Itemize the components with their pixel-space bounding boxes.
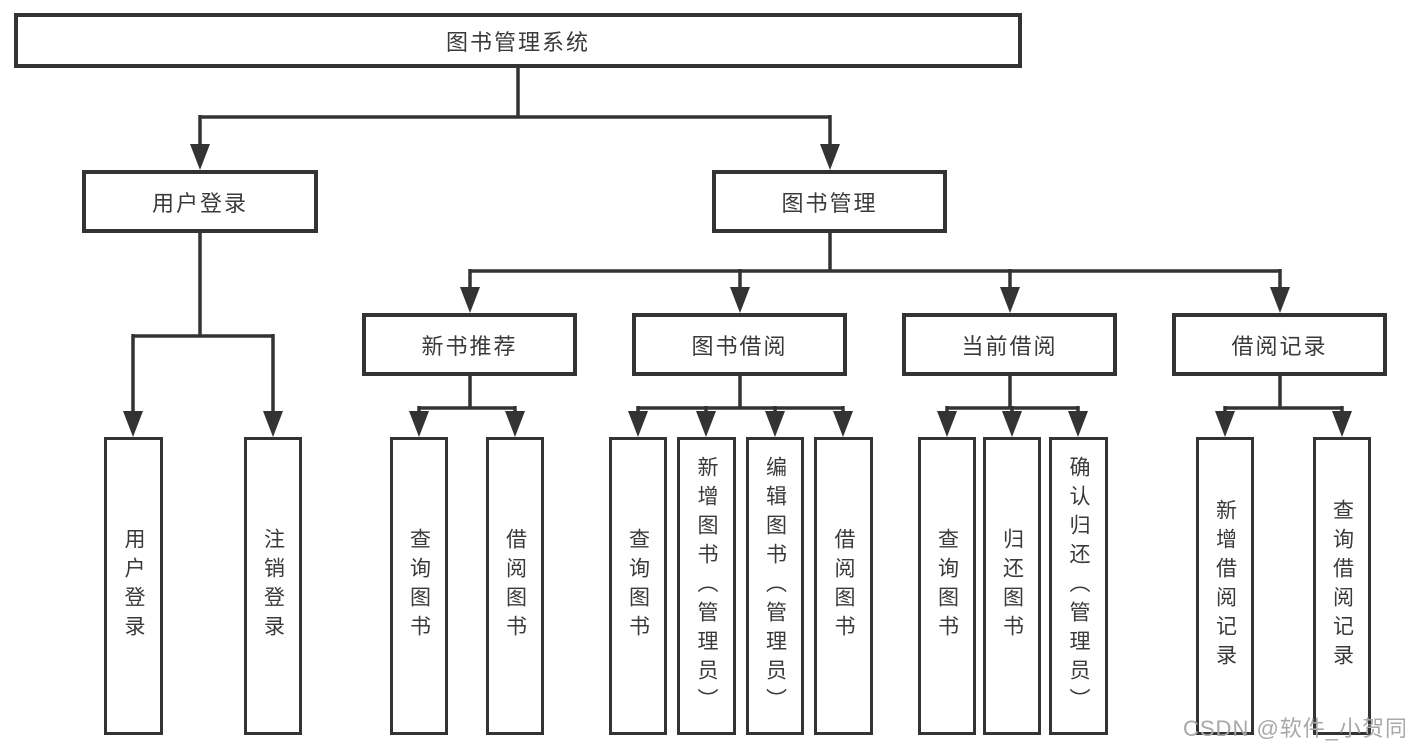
node-user-login-label: 用户登录	[151, 190, 248, 216]
leaf-rec-query-books: 查询图书	[390, 437, 448, 735]
leaf-logout: 注销登录	[244, 437, 302, 735]
connector-current-borrow-children	[937, 376, 1088, 437]
leaf-br-add-record: 新增借阅记录	[1196, 437, 1254, 735]
connector-user-login-children	[123, 233, 283, 437]
leaf-bb-borrow-books-label: 借阅图书	[832, 528, 855, 644]
node-library-system-label: 图书管理系统	[445, 29, 590, 55]
node-borrow-records-label: 借阅记录	[1231, 333, 1328, 359]
leaf-cb-return-books: 归还图书	[983, 437, 1041, 735]
leaf-bb-add-books-label: 新增图书（管理员）	[695, 455, 718, 717]
leaf-cb-confirm-return-label: 确认归还（管理员）	[1067, 455, 1090, 717]
node-library-system: 图书管理系统	[14, 13, 1022, 68]
connector-new-book-rec-children	[409, 376, 525, 437]
connector-root-to-level2	[190, 68, 840, 170]
node-user-login: 用户登录	[82, 170, 318, 233]
node-new-book-rec: 新书推荐	[362, 313, 577, 376]
leaf-cb-confirm-return: 确认归还（管理员）	[1049, 437, 1108, 735]
leaf-user-login-label: 用户登录	[122, 528, 145, 644]
leaf-logout-label: 注销登录	[261, 528, 285, 644]
leaf-bb-query-books-label: 查询图书	[626, 528, 650, 644]
leaf-user-login: 用户登录	[104, 437, 163, 735]
leaf-rec-borrow-books: 借阅图书	[486, 437, 544, 735]
leaf-rec-borrow-books-label: 借阅图书	[503, 528, 527, 644]
leaf-br-query-record: 查询借阅记录	[1313, 437, 1371, 735]
leaf-bb-edit-books: 编辑图书（管理员）	[746, 437, 804, 735]
node-current-borrow-label: 当前借阅	[961, 333, 1058, 359]
connector-book-borrow-children	[628, 376, 853, 437]
leaf-cb-return-books-label: 归还图书	[1000, 528, 1024, 644]
csdn-watermark: CSDN @软件_小贺同学	[1183, 716, 1405, 741]
node-book-mgmt: 图书管理	[712, 170, 947, 233]
leaf-rec-query-books-label: 查询图书	[407, 528, 431, 644]
node-new-book-rec-label: 新书推荐	[421, 333, 518, 359]
connector-borrow-records-children	[1215, 376, 1352, 437]
leaf-bb-edit-books-label: 编辑图书（管理员）	[763, 455, 787, 717]
leaf-cb-query-books-label: 查询图书	[935, 528, 959, 644]
leaf-bb-borrow-books: 借阅图书	[814, 437, 873, 735]
leaf-bb-add-books: 新增图书（管理员）	[677, 437, 736, 735]
connector-book-mgmt-to-level3	[460, 233, 1290, 313]
leaf-bb-query-books: 查询图书	[609, 437, 667, 735]
node-borrow-records: 借阅记录	[1172, 313, 1387, 376]
leaf-cb-query-books: 查询图书	[918, 437, 976, 735]
node-book-borrow: 图书借阅	[632, 313, 847, 376]
node-current-borrow: 当前借阅	[902, 313, 1117, 376]
leaf-br-query-record-label: 查询借阅记录	[1330, 499, 1354, 673]
leaf-br-add-record-label: 新增借阅记录	[1213, 499, 1237, 673]
node-book-borrow-label: 图书借阅	[691, 333, 788, 359]
node-book-mgmt-label: 图书管理	[781, 190, 878, 216]
